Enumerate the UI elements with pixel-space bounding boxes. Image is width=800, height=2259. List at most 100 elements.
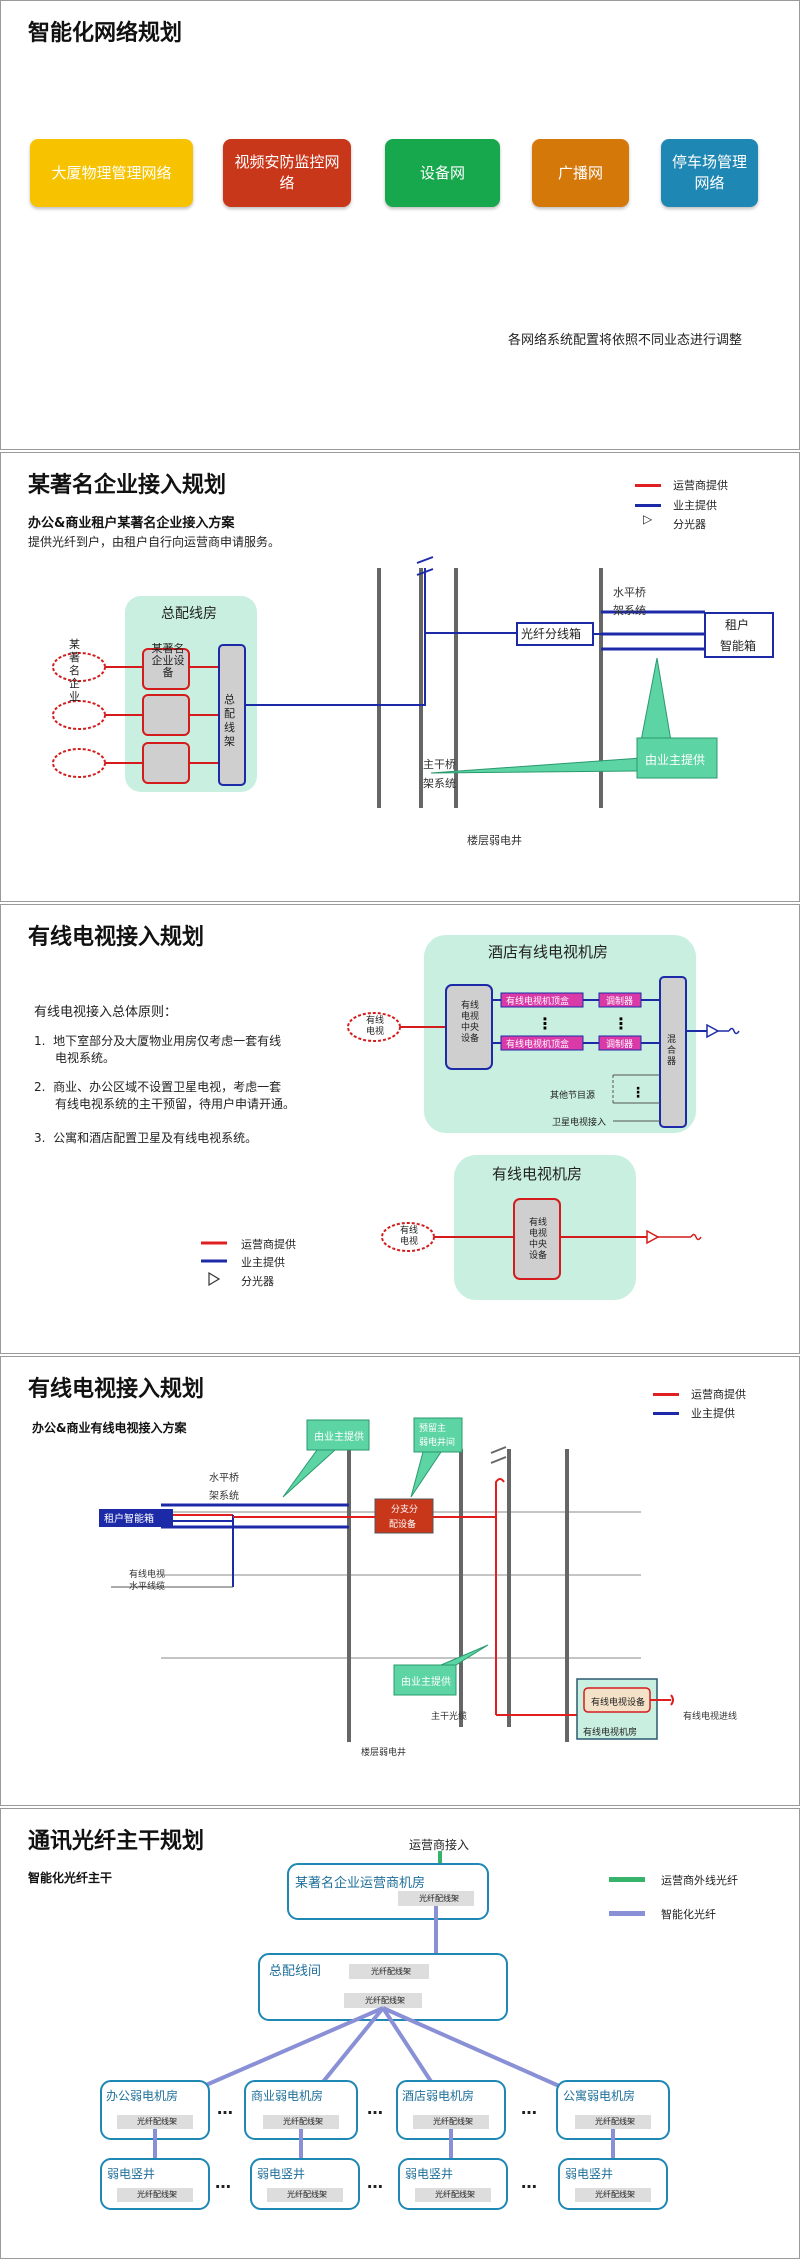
principle-number: 1. [34,1034,46,1048]
slide-title: 某著名企业接入规划 [28,473,227,498]
cable-room-label: 有线电视机房 [492,1165,583,1183]
slide-description: 提供光纤到户，由租户自行向运营商申请服务。 [28,535,281,549]
svg-text:⋮: ⋮ [537,1014,553,1033]
principle-text: 有线电视系统的主干预留，待用户申请开通。 [55,1097,296,1111]
odf-label: 光纤配线架 [595,2117,635,2126]
fiber-splitter-box[interactable]: 光纤分线箱 [521,627,582,641]
main-tray-label: 主干桥 [423,758,456,771]
tenant-box-line2[interactable]: 智能箱 [720,639,757,653]
hotel-weak-room-label: 酒店弱电机房 [402,2089,475,2103]
head-end-label: 有线电视机顶盒 [506,997,570,1007]
principle-text: 电视系统。 [55,1051,116,1065]
tenant-box-line1[interactable]: 租户 [725,618,750,632]
slide-title: 有线电视接入规划 [28,1377,205,1402]
legend-purple-line [609,1911,645,1916]
horizontal-tray-label: 水平桥 [613,586,646,599]
slide-subtitle: 智能化光纤主干 [28,1871,113,1885]
satellite-label: 卫星电视接入 [552,1118,607,1128]
callout-owner-provided: 由业主提供 [401,1677,451,1688]
modulator-label: 调制器 [606,997,634,1007]
main-fiber-label: 主干光缆 [431,1712,468,1722]
network-box-parking[interactable]: 停车场管理网络 [661,139,758,207]
slide-fiber-backbone: 通讯光纤主干规划 智能化光纤主干 运营商外线光纤 智能化光纤 [0,1808,800,2259]
center-device-label: 有线电视中央设备 [460,1001,479,1044]
legend-label: 分光器 [673,518,706,531]
ellipsis: … [521,2173,537,2192]
principle-text: 地下室部分及大厦物业用房仅考虑一套有线 [53,1034,282,1048]
principle-item: 2. 商业、办公区域不设置卫星电视，考虑一套 有线电视系统的主干预留，待用户申请… [34,1079,334,1113]
office-weak-room-label: 办公弱电机房 [106,2089,179,2103]
network-box-video-surveillance[interactable]: 视频安防监控网络 [223,139,351,207]
legend-label: 运营商提供 [691,1388,746,1401]
legend-label: 运营商提供 [241,1238,296,1251]
slide-cable-tv-office: 有线电视接入规划 办公&商业有线电视接入方案 运营商提供 业主提供 [0,1356,800,1806]
callout-owner-provided: 由业主提供 [645,753,706,767]
odf-label: 光纤配线架 [137,2117,177,2126]
splitter-legend-icon: ▷ [643,512,653,526]
principle-number: 3. [34,1131,46,1145]
network-box-label: 广播网 [557,163,603,182]
callout-reserved-shaft: 弱电井间 [419,1438,456,1448]
weak-shaft-label: 弱电竖井 [257,2167,306,2181]
legend-blue-line [635,504,661,507]
legend-label: 运营商提供 [673,479,728,492]
horizontal-cable-label: 水平线缆 [129,1582,166,1592]
legend-label: 业主提供 [241,1256,285,1269]
principles-title: 有线电视接入总体原则： [34,1005,178,1020]
enterprise-cloud-label: 某著名企业 [69,638,80,703]
slide-subtitle: 办公&商业有线电视接入方案 [32,1421,187,1435]
horizontal-cable-label: 有线电视 [129,1570,166,1580]
tenant-smart-box[interactable]: 租户智能箱 [104,1514,154,1525]
odf-label: 光纤配线架 [365,1996,405,2005]
network-box-label: 大厦物理管理网络 [51,163,172,182]
incoming-cable-label: 有线电视进线 [683,1712,738,1722]
svg-text:⋮: ⋮ [613,1014,629,1033]
legend-label: 智能化光纤 [661,1908,716,1921]
slide-note: 各网络系统配置将依照不同业态进行调整 [508,333,743,348]
enterprise-access-diagram [52,556,774,808]
horizontal-tray-label: 架系统 [209,1491,239,1502]
network-box-broadcast[interactable]: 广播网 [532,139,629,207]
slide-title: 智能化网络规划 [28,21,183,46]
weak-shaft-label: 弱电竖井 [405,2167,454,2181]
horizontal-tray-label: 架系统 [613,604,646,617]
principle-text: 商业、办公区域不设置卫星电视，考虑一套 [53,1080,282,1094]
commercial-weak-room-label: 商业弱电机房 [251,2089,324,2103]
mixer-label: 混合器 [667,1035,677,1067]
modulator-label: 调制器 [606,1040,634,1050]
ellipsis: … [217,2099,233,2118]
legend-blue-line [653,1412,679,1415]
enterprise-device-label: 某著名企业设备 [151,643,185,679]
fiber-backbone-diagram [100,1851,670,2210]
main-distribution-room-label: 总配线房 [161,606,217,622]
ellipsis: … [367,2173,383,2192]
odf-label: 光纤配线架 [283,2117,323,2126]
cable-tv-room-label: 有线电视机房 [583,1728,638,1738]
weak-shaft-label: 弱电竖井 [565,2167,614,2181]
slide-enterprise-access: 某著名企业接入规划 办公&商业租户某著名企业接入方案 提供光纤到户，由租户自行向… [0,452,800,902]
odf-label: 光纤配线架 [287,2190,327,2199]
operator-access-label: 运营商接入 [409,1838,470,1852]
distribution-frame-label: 总配线架 [224,693,235,748]
odf-label: 光纤配线架 [595,2190,635,2199]
legend-label: 业主提供 [673,499,717,512]
cable-tv-cloud-label: 有线电视 [399,1226,418,1247]
cable-tv-cloud-label: 有线电视 [365,1016,384,1037]
odf-label: 光纤配线架 [419,1894,459,1903]
legend-red-line [653,1393,679,1396]
legend-label: 分光器 [241,1275,274,1288]
odf-label: 光纤配线架 [435,2190,475,2199]
slide-title: 有线电视接入规划 [28,925,205,950]
callout-owner-provided: 由业主提供 [314,1432,364,1443]
network-box-building-management[interactable]: 大厦物理管理网络 [30,139,193,207]
cable-tv-office-diagram [99,1417,674,1742]
network-box-label: 设备网 [419,163,465,182]
main-tray-label: 架系统 [423,777,456,790]
cable-tv-diagram: ⋮ ⋮ ⋮ [201,935,740,1300]
ellipsis: … [215,2173,231,2192]
network-box-equipment[interactable]: 设备网 [385,139,500,207]
floor-shaft-label: 楼层弱电井 [467,834,522,847]
slide-title: 通讯光纤主干规划 [28,1829,205,1854]
odf-label: 光纤配线架 [371,1967,411,1976]
main-distribution-label: 总配线间 [269,1964,322,1979]
